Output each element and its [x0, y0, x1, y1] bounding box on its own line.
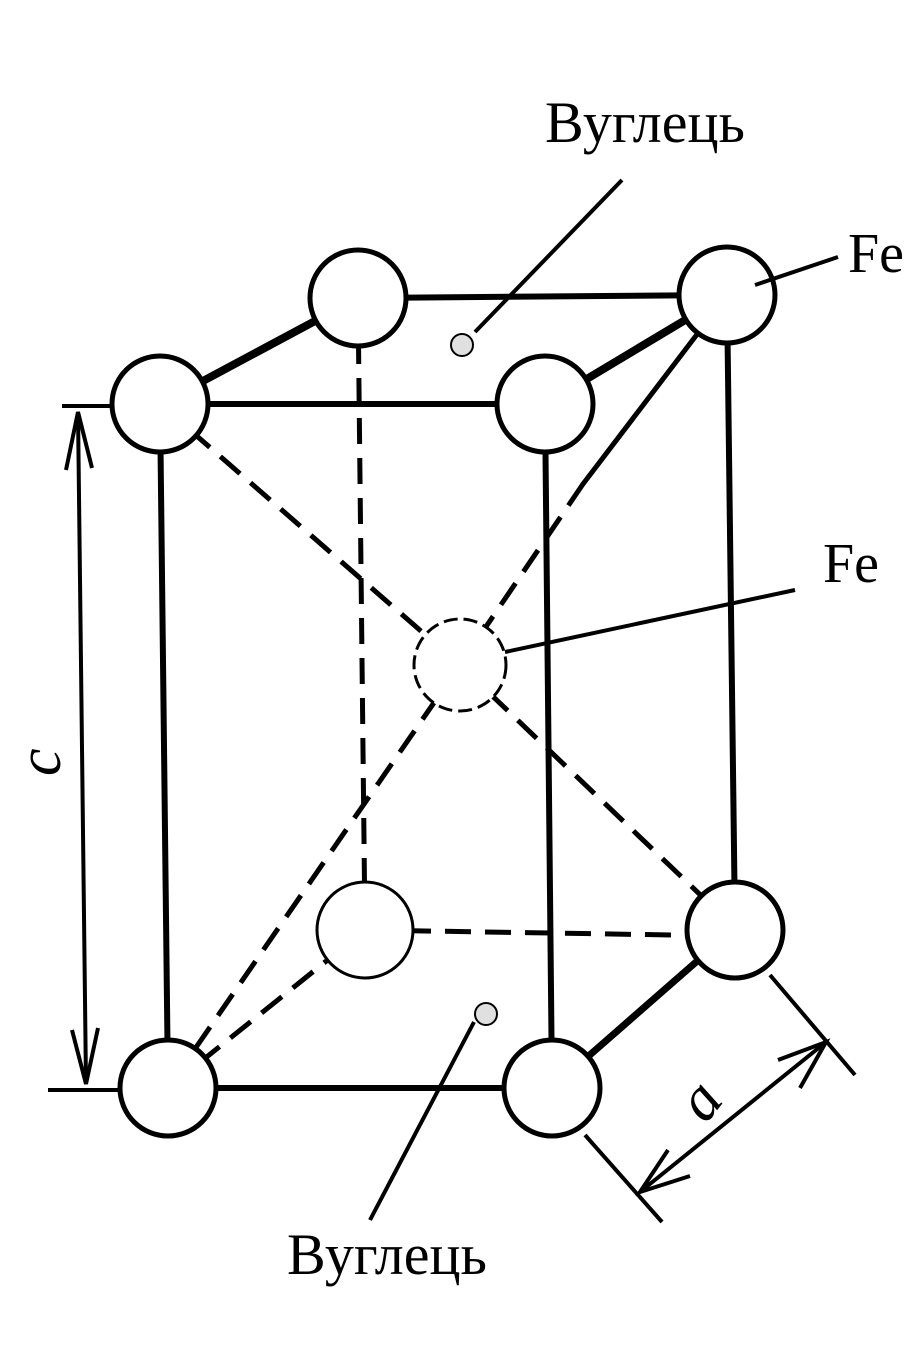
edge-vertical-front-right [542, 401, 555, 1091]
carbon-atom-top [450, 333, 474, 357]
fe-atom-bottom-front-right [501, 1037, 603, 1139]
edge-vertical-front-left [157, 401, 171, 1091]
dim-c-arrow-top [64, 411, 94, 471]
leader-fe-corner [754, 255, 839, 287]
carbon-atom-bottom [474, 1002, 498, 1026]
fe-atom-top-front-left [109, 353, 211, 455]
dimension-c [48, 404, 120, 1092]
fe-atom-center [412, 617, 508, 713]
dim-a-extension-right [768, 973, 857, 1077]
label-fe-corner: Fe [848, 223, 904, 285]
edge-bottom-back-hidden [364, 927, 736, 939]
dimension-a [583, 973, 857, 1224]
dim-c-label: c [6, 748, 74, 776]
label-carbon-bottom: Вуглець [287, 1222, 487, 1287]
dim-c-arrow-bottom [70, 1027, 100, 1085]
fe-atom-top-back-left [307, 247, 409, 349]
fe-atom-bottom-front-left [117, 1037, 219, 1139]
dim-a-extension-left [583, 1133, 664, 1224]
diagonal-lower-left [165, 663, 463, 1090]
label-carbon-top: Вуглець [545, 90, 745, 155]
fe-atom-top-front-right [494, 353, 596, 455]
leader-fe-center [504, 588, 796, 654]
dim-a-arrow-right [777, 1038, 831, 1089]
dim-a-arrow-left [635, 1148, 691, 1196]
dim-a-line [638, 1040, 828, 1194]
dim-c-line [76, 411, 88, 1085]
leader-carbon-bottom [368, 1021, 476, 1221]
edge-vertical-back-right [724, 292, 738, 931]
leader-carbon-top [473, 178, 624, 334]
edge-vertical-back-left-hidden [355, 297, 368, 931]
label-fe-center: Fe [823, 533, 879, 595]
fe-atom-top-back-right [676, 244, 778, 346]
edge-top-back [355, 292, 730, 301]
fe-atom-bottom-back-left [315, 880, 415, 980]
diagonal-lower-right [458, 663, 737, 930]
diagonal-upper-left [158, 402, 462, 667]
carbon-atoms [450, 333, 498, 1026]
fe-atom-bottom-back-right [684, 879, 786, 981]
leader-lines [368, 178, 839, 1221]
